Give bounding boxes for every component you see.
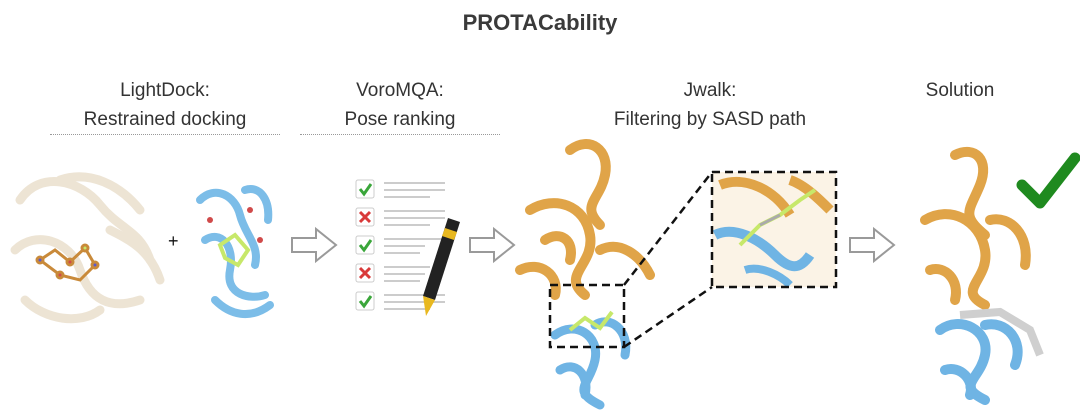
right-arrow-icon: [849, 226, 896, 264]
step-solution-label: Solution: [890, 76, 1030, 105]
receptor-ligand: [35, 243, 100, 282]
zoom-box-small: [548, 283, 626, 349]
check-icon: [358, 183, 373, 197]
checklist-item: [355, 179, 445, 199]
cross-icon: [358, 210, 372, 224]
zoom-inset: [710, 170, 838, 289]
step-voromqa-label: VoroMQA: Pose ranking: [300, 76, 500, 135]
target-protein: [550, 317, 631, 410]
checklist-item: [355, 263, 430, 283]
solution-linker: [959, 307, 1044, 357]
solution-ligase: [920, 146, 1031, 310]
figure-title: PROTACability: [462, 10, 618, 35]
right-arrow-icon: [291, 226, 338, 264]
cross-icon: [358, 266, 372, 280]
check-icon: [358, 239, 373, 253]
solution-target: [935, 319, 1023, 405]
step-jwalk-name: Jwalk:: [683, 80, 737, 101]
target-protein: [196, 185, 274, 319]
check-icon: [358, 295, 373, 309]
checklist-item: [355, 235, 445, 255]
step-lightdock-desc: Restrained docking: [50, 105, 280, 135]
step-lightdock-label: LightDock: Restrained docking: [50, 76, 280, 135]
ligase-protein: [515, 139, 655, 300]
step-jwalk-label: Jwalk: Filtering by SASD path: [575, 76, 845, 134]
step-voromqa-name: VoroMQA:: [356, 80, 444, 101]
step-lightdock-name: LightDock:: [120, 80, 210, 101]
step-solution-name: Solution: [925, 80, 995, 101]
fountain-pen-icon: [423, 218, 460, 316]
checklist-item: [355, 207, 445, 227]
step-jwalk-desc: Filtering by SASD path: [613, 109, 807, 130]
plus-sign: +: [168, 231, 179, 251]
step-voromqa-desc: Pose ranking: [300, 105, 500, 135]
target-ligand: [207, 207, 263, 268]
receptor-protein: [10, 172, 165, 324]
right-arrow-icon: [469, 226, 516, 264]
checklist: [355, 179, 445, 311]
protac-ligand: [568, 310, 614, 332]
big-checkmark-icon: [1016, 152, 1080, 209]
